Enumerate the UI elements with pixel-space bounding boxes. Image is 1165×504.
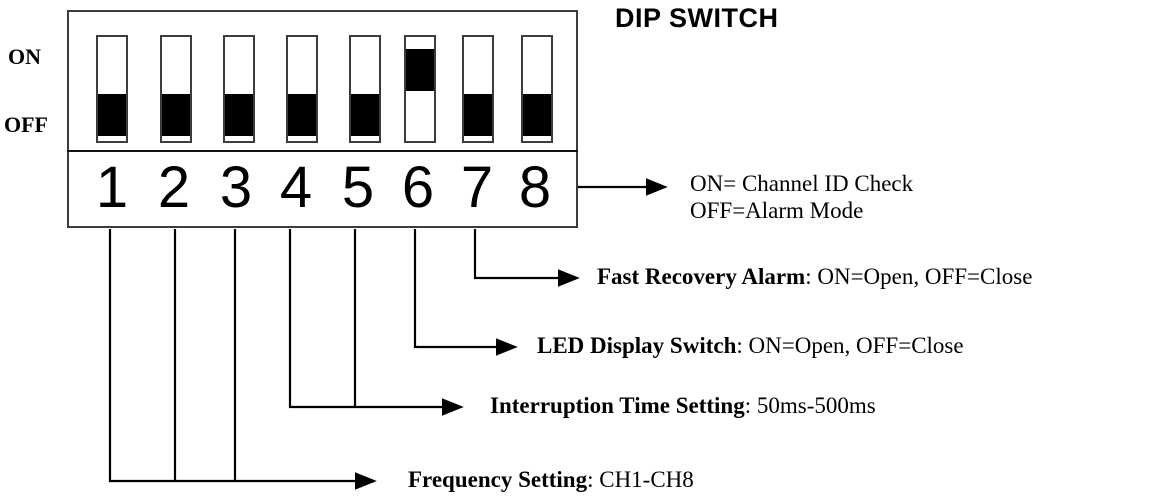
switch-slot-1[interactable] <box>96 35 128 143</box>
switch-slot-4[interactable] <box>286 35 318 143</box>
off-label: OFF <box>4 112 48 137</box>
annotation-interruption-time-setting-value: 50ms-500ms <box>756 393 876 418</box>
leader-led-display-switch <box>413 229 518 356</box>
annotation-frequency-setting-label: Frequency Setting <box>408 467 588 492</box>
switch-lever-7[interactable] <box>464 94 492 136</box>
dip-body-divider <box>67 150 578 152</box>
annotation-interruption-time-setting-separator: : <box>744 393 757 418</box>
annotation-led-display-switch: LED Display Switch: ON=Open, OFF=Close <box>537 333 964 359</box>
annotation-led-display-switch-separator: : <box>736 333 749 358</box>
annotation-channel-id-check-line1: ON= Channel ID Check <box>690 171 914 196</box>
switch-lever-2[interactable] <box>162 94 190 136</box>
switch-slot-8[interactable] <box>521 35 553 143</box>
annotation-fast-recovery-alarm-label: Fast Recovery Alarm <box>597 264 806 289</box>
switch-slot-7[interactable] <box>462 35 494 143</box>
switch-lever-1[interactable] <box>98 94 126 136</box>
annotation-channel-id-check: ON= Channel ID Check OFF=Alarm Mode <box>690 170 913 224</box>
annotation-frequency-setting: Frequency Setting: CH1-CH8 <box>408 467 694 493</box>
annotation-frequency-setting-value: CH1-CH8 <box>599 467 694 492</box>
annotation-led-display-switch-label: LED Display Switch <box>537 333 737 358</box>
annotation-interruption-time-setting: Interruption Time Setting: 50ms-500ms <box>490 393 876 419</box>
annotation-interruption-time-setting-label: Interruption Time Setting <box>490 393 745 418</box>
switch-number-2: 2 <box>157 155 191 220</box>
switch-lever-6[interactable] <box>406 49 434 91</box>
annotation-fast-recovery-alarm-value: ON=Open, OFF=Close <box>817 264 1033 289</box>
switch-number-7: 7 <box>460 155 494 220</box>
switch-number-5: 5 <box>341 155 375 220</box>
annotation-fast-recovery-alarm-separator: : <box>805 264 818 289</box>
switch-slot-2[interactable] <box>160 35 192 143</box>
switch-lever-5[interactable] <box>351 94 379 136</box>
leader-frequency-setting <box>108 229 377 490</box>
switch-slot-6[interactable] <box>404 35 436 143</box>
switch-lever-8[interactable] <box>523 94 551 136</box>
leader-interruption-time-setting <box>288 229 464 416</box>
on-label: ON <box>8 44 41 69</box>
switch-lever-4[interactable] <box>288 94 316 136</box>
page-title: DIP SWITCH <box>615 3 779 33</box>
switch-lever-3[interactable] <box>225 94 253 136</box>
leader-fast-recovery-alarm <box>473 229 580 287</box>
dip-switch-body <box>67 10 578 228</box>
annotation-channel-id-check-line2: OFF=Alarm Mode <box>690 198 864 223</box>
switch-number-8: 8 <box>518 155 552 220</box>
switch-number-3: 3 <box>219 155 253 220</box>
switch-number-4: 4 <box>279 155 313 220</box>
annotation-frequency-setting-separator: : <box>587 467 600 492</box>
annotation-fast-recovery-alarm: Fast Recovery Alarm: ON=Open, OFF=Close <box>597 264 1032 290</box>
switch-number-6: 6 <box>401 155 435 220</box>
annotation-led-display-switch-value: ON=Open, OFF=Close <box>748 333 964 358</box>
switch-slot-3[interactable] <box>223 35 255 143</box>
switch-number-1: 1 <box>95 155 129 220</box>
switch-slot-5[interactable] <box>349 35 381 143</box>
